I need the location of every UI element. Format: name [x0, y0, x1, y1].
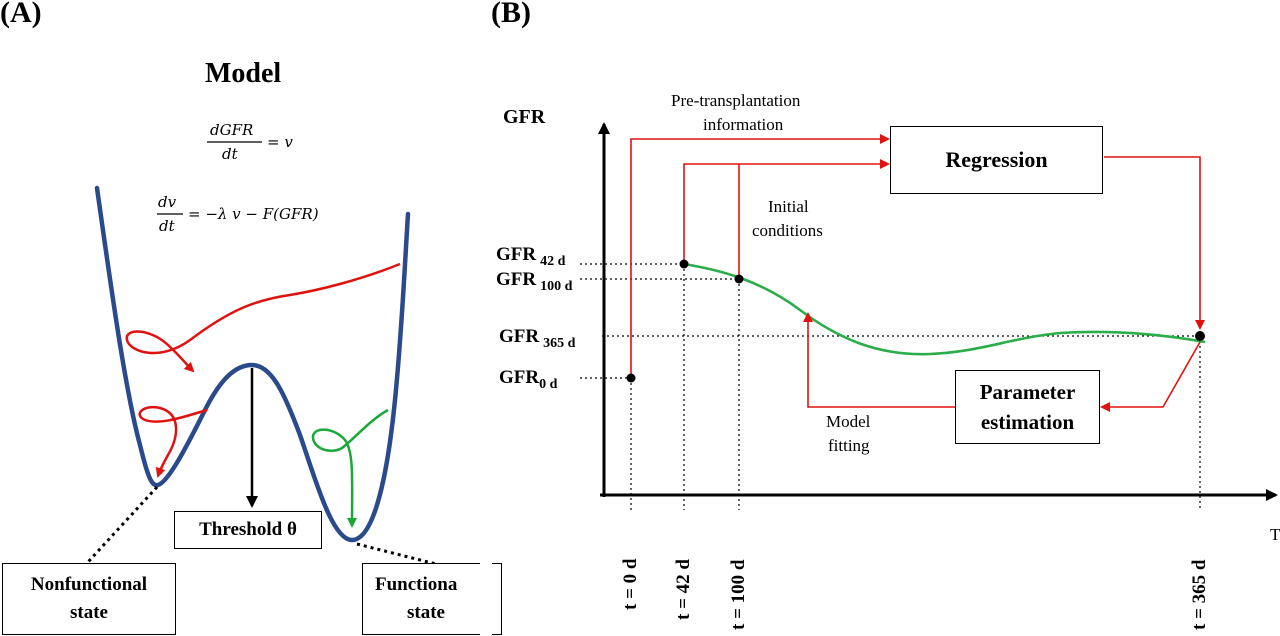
y-tick-sub: 42 d: [540, 253, 566, 269]
double-well-landscape: [94, 185, 411, 543]
regression-box: Regression: [890, 126, 1103, 194]
red-trajectory-2: [138, 405, 208, 478]
x-tick-t100: t = 100 d: [728, 559, 749, 630]
eq1-denominator: dt: [222, 145, 238, 163]
panel-divider: [480, 0, 492, 636]
model-fitting-line2: fitting: [828, 436, 870, 455]
regression-label: Regression: [945, 147, 1048, 172]
threshold-label: Threshold θ: [199, 519, 297, 540]
y-axis-label: GFR: [503, 106, 546, 128]
y-tick-gfr-0: GFR0 d: [499, 367, 557, 393]
point-gfr-42: [679, 259, 689, 269]
y-tick-main: GFR: [499, 326, 540, 347]
y-tick-main: GFR: [499, 367, 540, 388]
regression-output-arrow: [1104, 156, 1205, 330]
y-tick-sub: 0 d: [539, 376, 558, 392]
functional-state-box: Functiona state: [362, 563, 502, 635]
functional-line1: Functiona: [375, 574, 458, 595]
pretransplant-line2: information: [703, 115, 784, 134]
green-trajectory: [311, 408, 389, 528]
panel-b-label: (B): [491, 0, 531, 29]
dotted-guides: [580, 263, 1201, 510]
model-fitting-arrow: [803, 312, 955, 408]
y-tick-sub: 100 d: [540, 278, 573, 294]
pretransplant-arrow: [630, 134, 890, 378]
eq2-rhs: = −λ v − F(GFR): [188, 205, 319, 223]
nonfunctional-leader: [86, 485, 159, 564]
panel-a-label: (A): [0, 0, 42, 29]
nonfunctional-line1: Nonfunctional: [30, 574, 148, 595]
model-fitting-line1: Model: [826, 412, 871, 431]
param-input-arrow: [1100, 341, 1201, 412]
y-tick-main: GFR: [496, 244, 537, 265]
nonfunctional-line2: state: [70, 602, 108, 623]
threshold-box: Threshold θ: [174, 511, 322, 549]
functional-line2: state: [407, 602, 445, 623]
initial-conditions-arrow: [683, 159, 890, 264]
initial-conditions-line2: conditions: [752, 221, 823, 240]
functional-leader: [356, 542, 441, 567]
y-tick-main: GFR: [496, 269, 537, 290]
y-tick-sub: 365 d: [543, 335, 576, 351]
parameter-estimation-box: Parameter estimation: [955, 370, 1100, 444]
param-line1: Parameter: [979, 380, 1076, 404]
initial-conditions-line1: Initial: [768, 197, 809, 216]
point-gfr-100: [734, 274, 744, 284]
eq1-numerator: dGFR: [210, 121, 254, 139]
gfr-curve: [683, 262, 1206, 356]
nonfunctional-state-box: Nonfunctional state: [2, 563, 176, 635]
red-trajectory-1: [125, 262, 401, 373]
x-tick-t365: t = 365 d: [1189, 559, 1210, 630]
point-gfr-365: [1195, 331, 1205, 341]
model-title: Model: [205, 58, 282, 89]
x-tick-t0: t = 0 d: [620, 558, 641, 610]
point-gfr-0: [626, 373, 636, 383]
pretransplant-line1: Pre-transplantation: [671, 91, 801, 110]
eq2-numerator: dv: [158, 193, 177, 211]
x-axis-partial-label: T: [1270, 525, 1280, 544]
eq2-denominator: dt: [159, 217, 175, 235]
eq1-rhs: = v: [267, 133, 293, 151]
x-tick-t42: t = 42 d: [673, 559, 694, 620]
param-line2: estimation: [980, 410, 1075, 434]
